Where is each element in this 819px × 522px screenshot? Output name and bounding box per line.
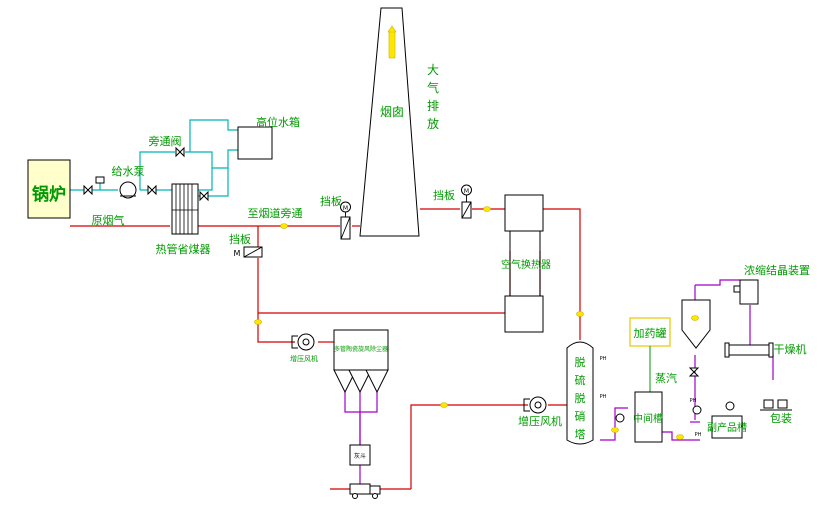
damper-2-label: 挡板 (320, 194, 342, 208)
air-heat-exchanger-label: 空气换热器 (501, 258, 551, 271)
damper-3-label: 挡板 (433, 188, 455, 202)
damper-2: M 挡板 (320, 194, 351, 240)
pump-icons (615, 401, 735, 423)
booster-fan-2-label: 增压风机 (518, 414, 562, 428)
damper-motor-tag: M (234, 249, 241, 258)
economizer-label: 热管省煤器 (156, 242, 211, 256)
damper-3-motor: M (464, 188, 469, 195)
booster-fan-2: 增压风机 (518, 396, 562, 428)
ash-hopper: 灰斗 (349, 444, 371, 466)
chimney-label: 烟囱 (380, 105, 404, 119)
to-flue-bypass-label: 至烟道旁通 (248, 206, 303, 220)
dryer-label: 干燥机 (774, 342, 807, 356)
svg-text:脱: 脱 (575, 391, 586, 405)
dust-collector: 多管陶瓷旋风除尘器 (333, 329, 389, 394)
valves (83, 146, 700, 377)
svg-text:塔: 塔 (575, 428, 586, 441)
packaging: 包装 (760, 399, 792, 425)
damper-2-motor: M (343, 205, 348, 212)
damper-3: M 挡板 (433, 184, 472, 219)
tower-tag-2: PH (600, 394, 607, 400)
water-lines (70, 119, 238, 197)
dosing-tank-label: 加药罐 (634, 327, 667, 340)
atmosphere-discharge-label: 大 气 排 放 (427, 63, 439, 131)
byproduct-tank: 副产品槽 (707, 415, 747, 439)
damper-1-label: 挡板 (229, 232, 251, 246)
silo (681, 299, 711, 349)
damper-1: M 挡板 (229, 232, 263, 258)
ash-hopper-label: 灰斗 (354, 452, 366, 460)
desulfurization-tower: 脱 硫 脱 硝 塔 (566, 341, 594, 445)
feed-water-pump: 给水泵 (95, 165, 145, 199)
junction-markers (254, 206, 699, 440)
pump-tag-2: PH (695, 432, 702, 438)
svg-text:脱: 脱 (575, 355, 586, 369)
svg-text:气: 气 (427, 80, 439, 95)
bypass-valve-label: 旁通阀 (149, 134, 182, 148)
booster-fan-1-label: 增压风机 (290, 354, 318, 363)
svg-text:大: 大 (427, 63, 439, 77)
boiler-label: 锅炉 (32, 184, 66, 205)
air-heat-exchanger: 空气换热器 (501, 194, 551, 333)
high-water-tank-label: 高位水箱 (256, 115, 300, 129)
pump-tag-1: PH (690, 398, 697, 404)
byproduct-tank-label: 副产品槽 (707, 421, 747, 434)
dosing-tank: 加药罐 (629, 317, 671, 392)
heat-pipe-economizer: 热管省煤器 (156, 183, 211, 256)
intermediate-tank-label: 中间槽 (633, 412, 663, 425)
booster-fan-1: 增压风机 (290, 333, 318, 363)
svg-text:排: 排 (427, 99, 439, 113)
boiler: 锅炉 (27, 159, 71, 219)
flue-gas-lines (70, 208, 581, 490)
high-water-tank: 高位水箱 (237, 115, 300, 160)
chimney: 烟囱 (359, 7, 420, 237)
svg-text:硝: 硝 (575, 410, 586, 423)
crystallizer: 浓缩结晶装置 (733, 264, 810, 305)
dryer: 干燥机 (724, 342, 807, 358)
feed-pump-label: 给水泵 (112, 165, 145, 178)
svg-text:放: 放 (427, 116, 439, 131)
crystallizer-label: 浓缩结晶装置 (744, 264, 810, 277)
svg-text:硫: 硫 (575, 373, 586, 387)
packaging-label: 包装 (770, 412, 792, 425)
steam-label: 蒸汽 (655, 371, 677, 385)
truck-icon (349, 483, 381, 499)
raw-flue-gas-label: 原烟气 (92, 213, 125, 227)
intermediate-tank: 中间槽 (633, 391, 663, 443)
dust-collector-label: 多管陶瓷旋风除尘器 (334, 345, 388, 353)
tower-tag-1: PH (600, 356, 607, 362)
